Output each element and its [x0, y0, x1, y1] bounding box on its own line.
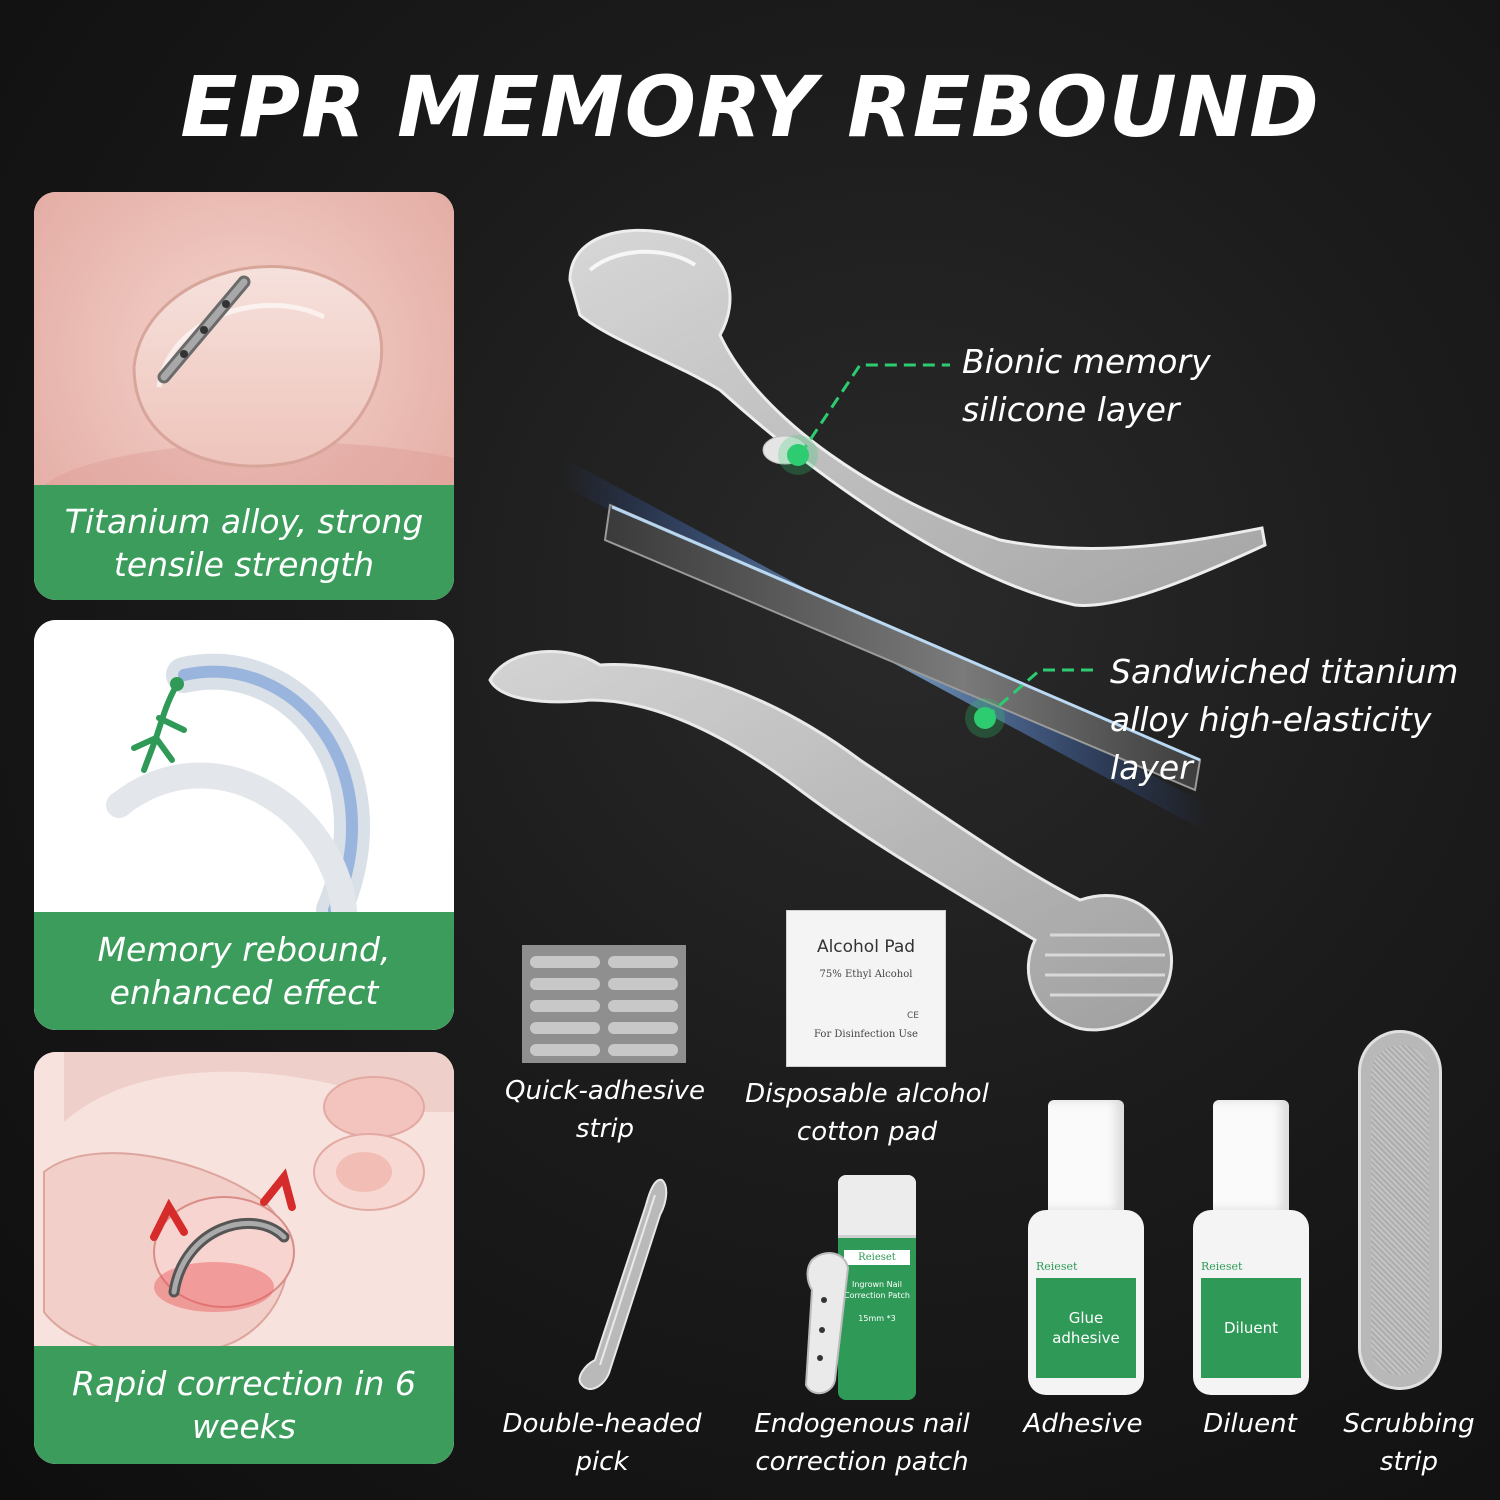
glue-bottle: Reieset Glue adhesive: [1028, 1100, 1144, 1395]
callout-leader-titanium: [965, 668, 1100, 738]
alcohol-pad-brand: Alcohol Pad: [816, 937, 916, 957]
patch-box-line3: 15mm *3: [858, 1314, 896, 1323]
ce-mark: CE: [907, 1011, 919, 1021]
patch-box-line1: Ingrown Nail: [851, 1280, 902, 1289]
item-label-pick: Double-headed pick: [502, 1409, 702, 1477]
feature-card-titanium: Titanium alloy, strong tensile strength: [34, 192, 454, 600]
item-label-alcohol-pad: Disposable alcohol cotton pad: [745, 1079, 989, 1147]
item-label-adhesive-strip: Quick-adhesive strip: [505, 1076, 705, 1144]
patch-box: Reieset Ingrown Nail Correction Patch 15…: [838, 1175, 916, 1400]
card-caption: Titanium alloy, strong tensile strength: [34, 485, 454, 600]
diluent-bottle-label: Diluent: [1201, 1278, 1301, 1378]
feature-card-correction: Rapid correction in 6 weeks: [34, 1052, 454, 1464]
item-label-adhesive: Adhesive: [1023, 1409, 1143, 1439]
diluent-bottle: Reieset Diluent: [1193, 1100, 1309, 1395]
titanium-strip-shape: [554, 459, 1216, 831]
headline: EPR MEMORY REBOUND: [180, 58, 1320, 156]
alcohol-pad-packet: Alcohol Pad 75% Ethyl Alcohol CE For Dis…: [786, 910, 946, 1067]
feature-card-rebound: Memory rebound, enhanced effect: [34, 620, 454, 1030]
diluent-bottle-brand: Reieset: [1201, 1260, 1243, 1273]
alcohol-pad-line2: For Disinfection Use: [814, 1029, 918, 1040]
patch-box-line2: Correction Patch: [844, 1291, 910, 1300]
alcohol-pad-line1: 75% Ethyl Alcohol: [819, 969, 913, 980]
callout-leader-silicone: [778, 363, 950, 475]
diluent-bottle-cap: [1213, 1100, 1289, 1210]
item-label-scrubbing-strip: Scrubbing strip: [1343, 1409, 1475, 1477]
callout-silicone-layer: Bionic memory silicone layer: [962, 342, 1211, 429]
glue-bottle-brand: Reieset: [1036, 1260, 1078, 1273]
card-caption: Rapid correction in 6 weeks: [34, 1346, 454, 1464]
patch-box-lid: [838, 1175, 916, 1238]
patch-box-brand: Reieset: [844, 1250, 910, 1265]
card-caption: Memory rebound, enhanced effect: [34, 912, 454, 1030]
glue-bottle-label: Glue adhesive: [1036, 1278, 1136, 1378]
scrubbing-strip-file: [1358, 1030, 1442, 1390]
callout-titanium-layer: Sandwiched titanium alloy high-elasticit…: [1110, 652, 1459, 787]
silicone-base-shape: [488, 650, 1173, 1032]
glue-bottle-cap: [1048, 1100, 1124, 1210]
item-label-diluent: Diluent: [1203, 1409, 1297, 1439]
item-label-patch: Endogenous nail correction patch: [754, 1409, 970, 1477]
